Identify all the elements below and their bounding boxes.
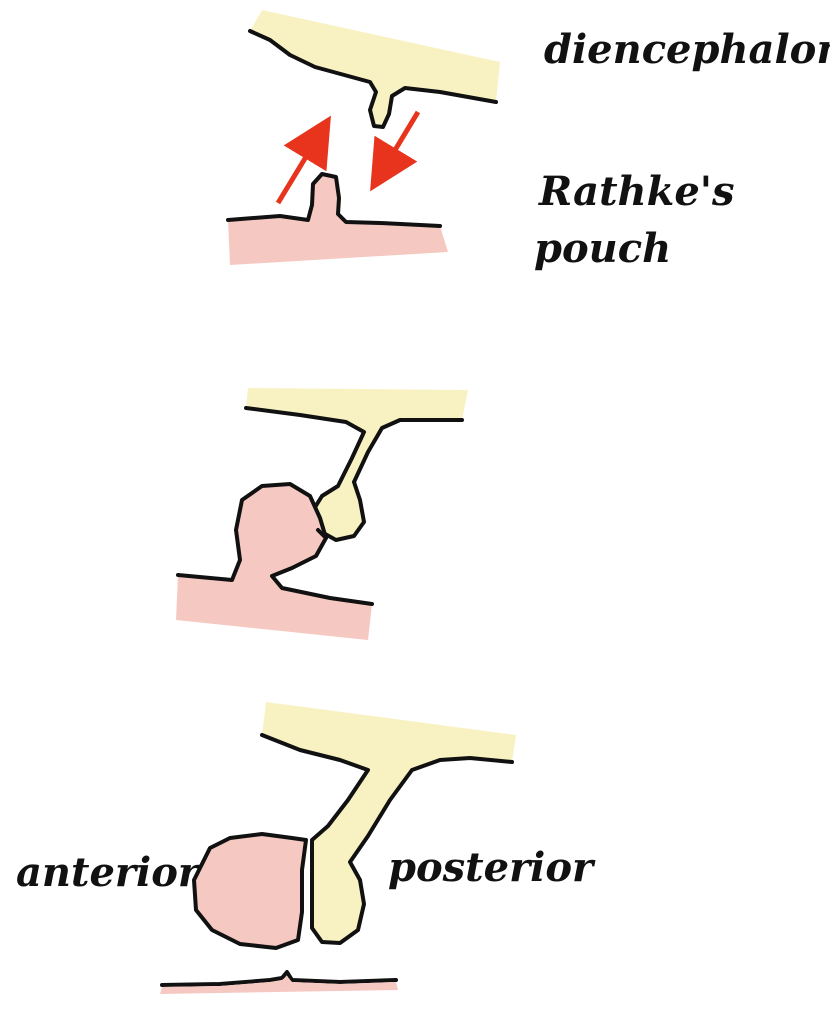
diencephalon-label: diencephalon bbox=[544, 30, 830, 70]
arrow-down-icon bbox=[383, 112, 418, 170]
stage-2 bbox=[176, 388, 468, 640]
anterior-lobe-tissue-stage-3 bbox=[194, 834, 306, 948]
anterior-label: anterior bbox=[16, 853, 199, 893]
rathkes-pouch-label-line2: pouch bbox=[534, 229, 671, 269]
diencephalon-tissue-stage-1 bbox=[250, 10, 500, 127]
stage-1 bbox=[228, 10, 500, 265]
rathkes-pouch-label-line1: Rathke's bbox=[539, 172, 735, 212]
posterior-label: posterior bbox=[388, 848, 593, 888]
